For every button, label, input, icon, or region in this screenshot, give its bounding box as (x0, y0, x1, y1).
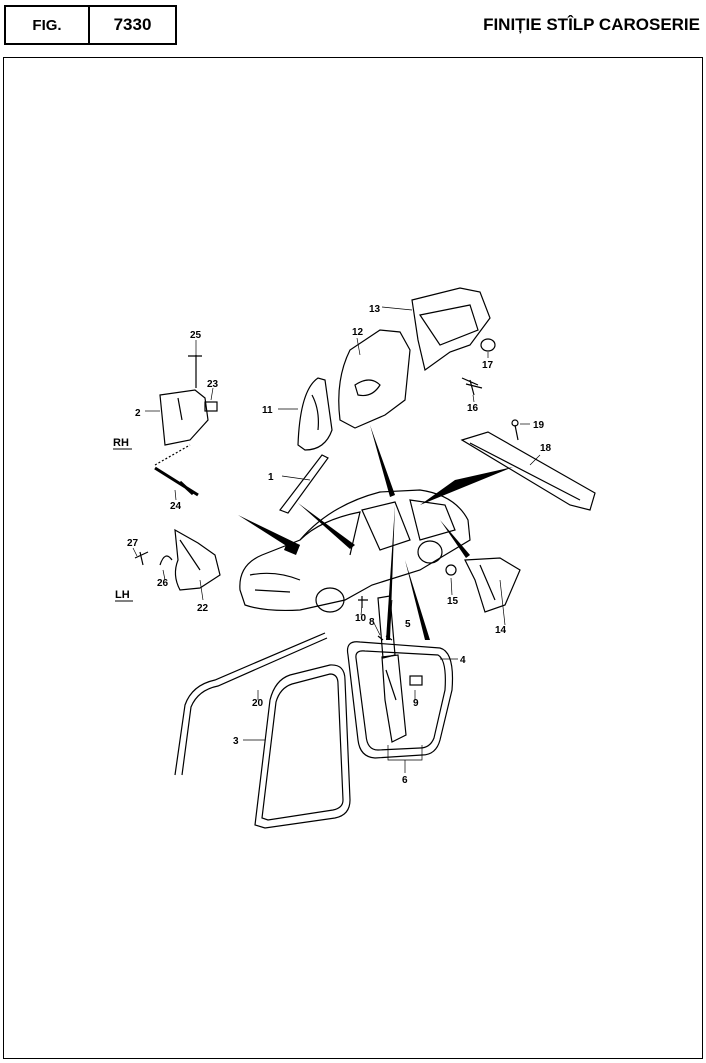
callout-26: 26 (157, 578, 169, 589)
part-17-shape (480, 338, 496, 352)
car-illustration (239, 489, 471, 613)
part-2-shape (159, 389, 209, 446)
callout-25: 25 (190, 330, 202, 341)
rh-label: RH (113, 437, 129, 449)
callout-27: 27 (127, 538, 139, 549)
part-16-shape (461, 377, 483, 396)
diagram-frame (3, 57, 703, 1059)
part-4-shape (346, 641, 454, 759)
part-27-shape (134, 551, 149, 566)
leader-wedges (238, 425, 513, 640)
callout-22: 22 (197, 603, 209, 614)
part-19-shape (514, 424, 519, 441)
figure-box: FIG. 7330 (4, 5, 177, 45)
part-19-head (511, 419, 519, 427)
part-22-shape (174, 528, 221, 591)
part-15-shape (445, 564, 457, 576)
figure-label: FIG. (6, 7, 90, 43)
callout-5: 5 (405, 619, 411, 630)
page-title: FINIȚIE STÎLP CAROSERIE (483, 15, 700, 34)
part-11-shape (297, 377, 333, 451)
callout-12: 12 (352, 327, 364, 338)
part-23-shape (204, 401, 218, 412)
callout-17: 17 (482, 360, 494, 371)
part-13-shape (411, 287, 491, 372)
callout-8: 8 (369, 617, 375, 628)
callout-16: 16 (467, 403, 479, 414)
part-1-shape (279, 454, 329, 514)
callout-20: 20 (252, 698, 264, 709)
callout-11: 11 (262, 405, 273, 416)
part-26-shape (159, 555, 173, 566)
part-10-shape (358, 596, 368, 608)
part-25-shape (188, 355, 202, 388)
callout-10: 10 (355, 613, 367, 624)
callout-6: 6 (402, 775, 408, 786)
part-5-shape (377, 595, 396, 659)
callout-19: 19 (533, 420, 545, 431)
callout-14: 14 (495, 625, 507, 636)
part-3-shape (254, 664, 351, 829)
part-14-shape (464, 557, 521, 613)
part-20-inner (181, 637, 328, 776)
lh-label: LH (115, 589, 130, 601)
callout-9: 9 (413, 698, 419, 709)
callout-4: 4 (460, 655, 466, 666)
part-24-shape (154, 466, 199, 497)
callout-13: 13 (369, 304, 381, 315)
rh-dash-line (154, 444, 191, 466)
part-20-shape (174, 632, 326, 776)
part-8-shape (377, 635, 393, 641)
part-3-inner (261, 673, 344, 821)
callout-15: 15 (447, 596, 459, 607)
callout-2: 2 (135, 408, 141, 419)
callout-3: 3 (233, 736, 239, 747)
leader-lines (132, 306, 541, 773)
figure-number: 7330 (113, 15, 152, 34)
part-18-shape (460, 431, 596, 511)
part-9-shape (409, 675, 423, 686)
callout-24: 24 (170, 501, 182, 512)
callout-23: 23 (207, 379, 219, 390)
part-4-inner (355, 650, 446, 751)
part-12-shape (338, 329, 411, 429)
callout-1: 1 (268, 472, 274, 483)
part-6-shape (381, 654, 407, 743)
callout-18: 18 (540, 443, 552, 454)
